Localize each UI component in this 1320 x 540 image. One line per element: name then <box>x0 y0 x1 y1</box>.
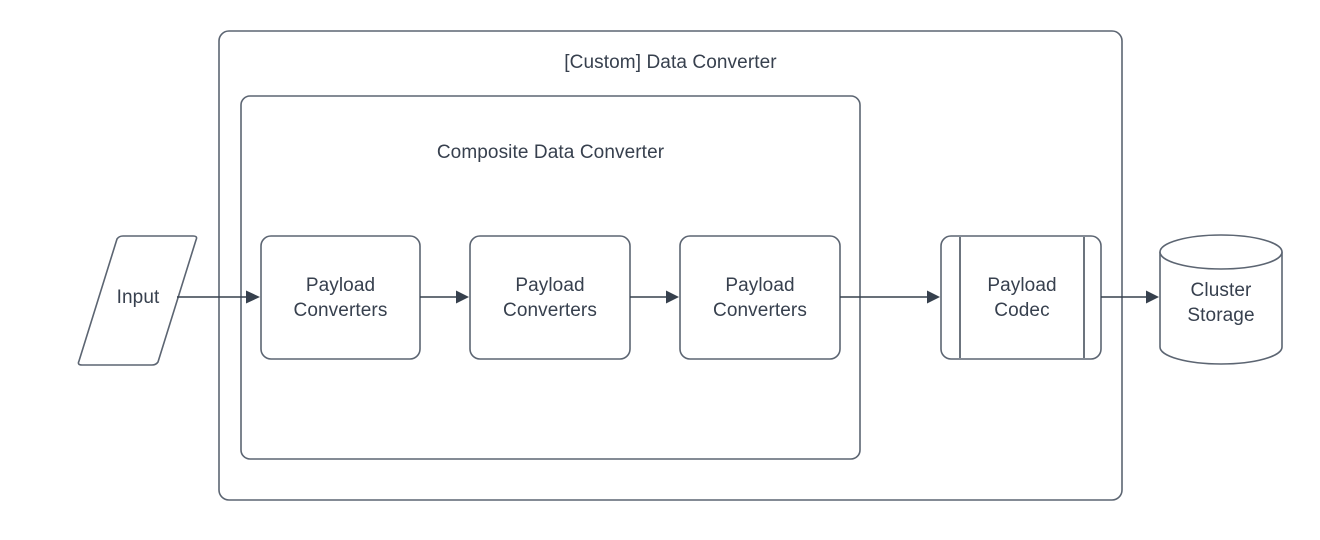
node-payload-codec[interactable] <box>940 235 1102 360</box>
node-payload-converters-3[interactable] <box>679 235 841 360</box>
edge-codec-to-storage <box>1101 290 1159 304</box>
node-payload-converters-1[interactable] <box>260 235 421 360</box>
container-title-custom-data-converter: [Custom] Data Converter <box>564 52 777 73</box>
arrowhead-icon <box>456 290 469 304</box>
edge-pc2-to-pc3 <box>630 290 679 304</box>
edge-input-to-pc1 <box>177 290 260 304</box>
node-cluster-storage-top <box>1159 234 1283 270</box>
arrowhead-icon <box>246 290 260 304</box>
edge-pc1-to-pc2 <box>420 290 469 304</box>
container-title-composite-data-converter: Composite Data Converter <box>436 142 665 163</box>
arrowhead-icon <box>1146 290 1159 304</box>
node-payload-converters-2[interactable] <box>469 235 631 360</box>
arrowhead-icon <box>666 290 679 304</box>
node-cluster-storage-body[interactable] <box>1159 251 1283 365</box>
edge-pc3-to-codec <box>840 290 940 304</box>
node-input[interactable] <box>77 235 198 366</box>
arrowhead-icon <box>927 290 940 304</box>
